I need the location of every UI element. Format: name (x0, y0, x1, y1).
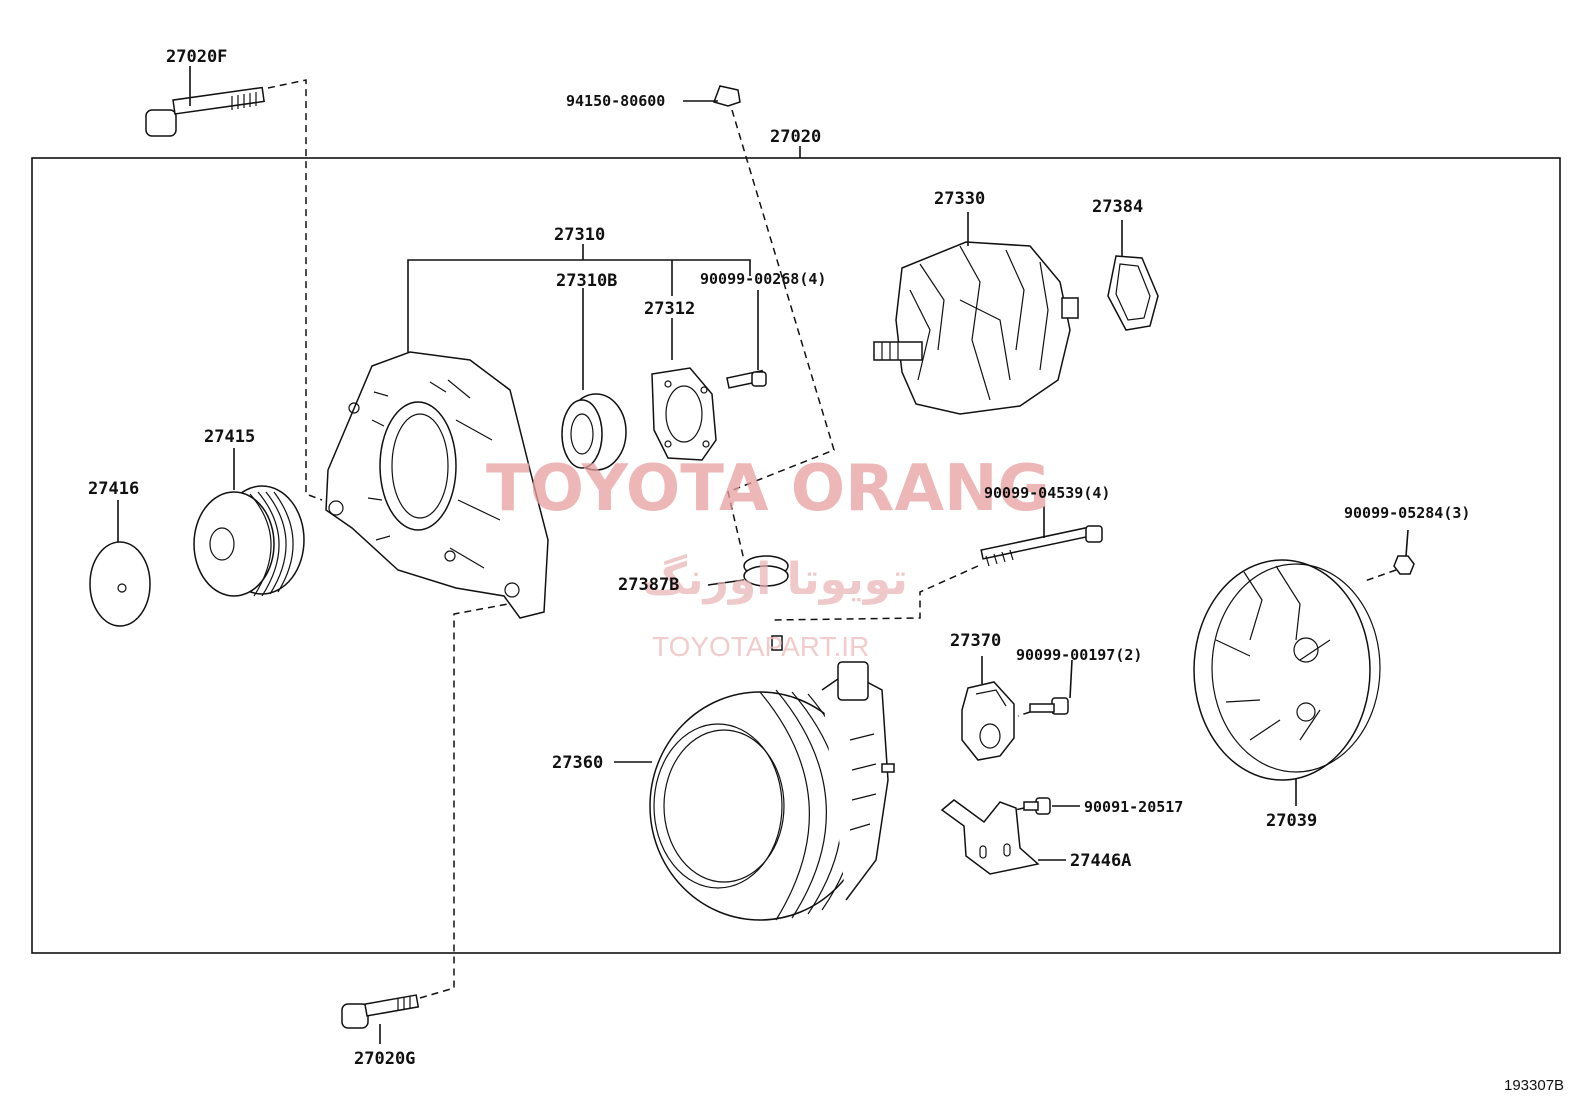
label-27387b: 27387B (618, 575, 679, 595)
label-27384: 27384 (1092, 197, 1143, 217)
label-90099-00197: 90099-00197(2) (1016, 646, 1142, 664)
label-27020f: 27020F (166, 47, 227, 67)
insulator-ring-shape (1107, 220, 1159, 331)
label-27330: 27330 (934, 189, 985, 209)
label-27039: 27039 (1266, 811, 1317, 831)
rotor-shape (873, 212, 1079, 415)
watermark-site: TOYOTAPART.IR (652, 631, 869, 662)
label-27370: 27370 (950, 631, 1001, 651)
figure-id: 193307B (1504, 1077, 1564, 1094)
screw-00197-shape (1029, 659, 1073, 715)
label-27310b: 27310B (556, 271, 617, 291)
assembly-frame (31, 157, 1561, 954)
front-housing-shape (325, 351, 549, 619)
nut-05284-shape (1393, 529, 1415, 575)
bolt-27020f-shape (145, 86, 265, 137)
watermark-brand: TOYOTA ORANG (486, 452, 1050, 526)
pulley-cap-shape (89, 500, 151, 627)
label-90099-00268: 90099-00268(4) (700, 270, 826, 288)
bracket-plate-shape (940, 799, 1066, 875)
screw-00268-shape (726, 369, 767, 389)
label-27020g: 27020G (354, 1049, 415, 1069)
label-27446a: 27446A (1070, 851, 1131, 871)
watermark-persian: تویوتا اورنگ (642, 554, 908, 605)
label-27020: 27020 (770, 127, 821, 147)
stator-shape (614, 661, 895, 921)
label-94150-80600: 94150-80600 (566, 92, 665, 110)
label-27415: 27415 (204, 427, 255, 447)
pulley-shape (193, 448, 305, 597)
retainer-plate-shape (651, 367, 717, 461)
through-bolt-shape (980, 506, 1103, 567)
rear-cover-shape (1193, 559, 1381, 806)
label-90099-05284: 90099-05284(3) (1344, 504, 1470, 522)
seal-27387b-shape (707, 555, 789, 651)
bearing-shape (561, 393, 627, 471)
bolt-27020g-shape (341, 994, 420, 1044)
label-27312: 27312 (644, 299, 695, 319)
label-27310: 27310 (554, 225, 605, 245)
label-90099-04539: 90099-04539(4) (984, 484, 1110, 502)
nut-94150-shape (713, 85, 741, 107)
regulator-shape (961, 656, 1015, 761)
label-27416: 27416 (88, 479, 139, 499)
screw-20517-shape (1023, 797, 1080, 815)
label-90091-20517: 90091-20517 (1084, 798, 1183, 816)
label-27360: 27360 (552, 753, 603, 773)
